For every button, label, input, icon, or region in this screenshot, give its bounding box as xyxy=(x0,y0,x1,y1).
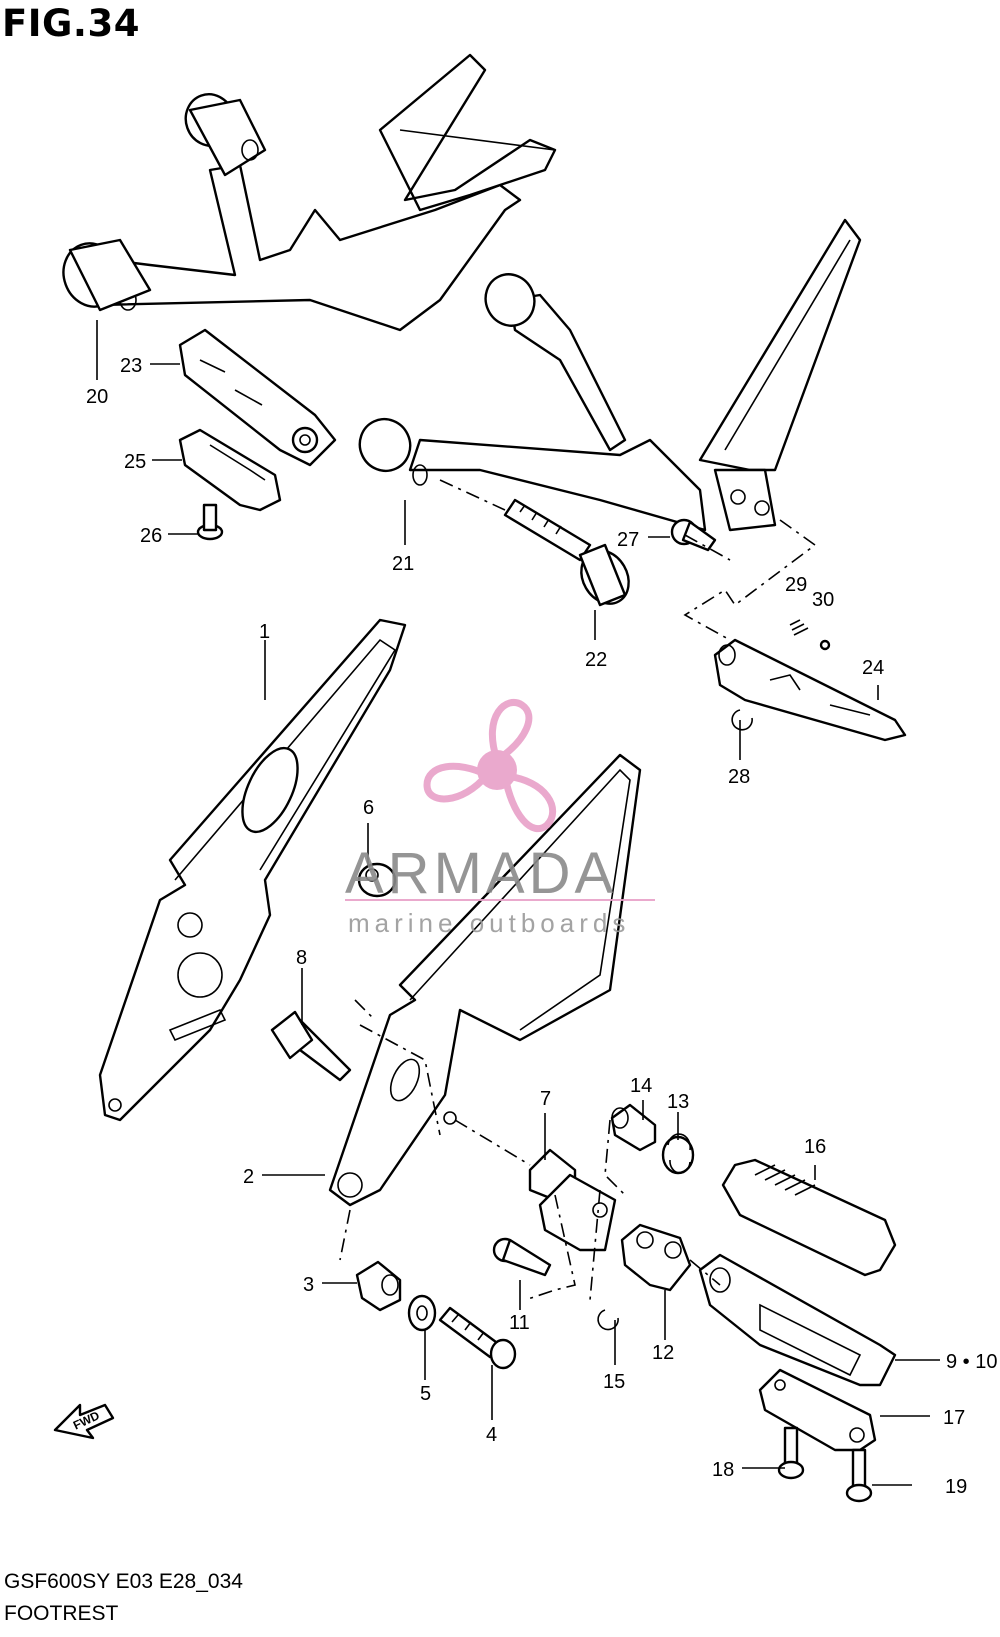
callout-27: 27 xyxy=(617,529,639,551)
assembly-lines xyxy=(339,479,817,1301)
figure-title: FIG.34 xyxy=(2,2,140,45)
callout-30: 30 xyxy=(812,589,834,611)
callout-14: 14 xyxy=(630,1075,652,1097)
callout-13: 13 xyxy=(667,1091,689,1113)
part-5-washer xyxy=(407,1294,437,1332)
part-7-pivot xyxy=(528,1148,617,1252)
callout-1: 1 xyxy=(259,621,270,643)
callout-19: 19 xyxy=(945,1476,967,1498)
callout-17: 17 xyxy=(943,1407,965,1429)
part-23-footpeg xyxy=(178,328,337,467)
part-15-clip xyxy=(597,1309,619,1331)
part-8-bolt xyxy=(270,1010,352,1082)
callout-22: 22 xyxy=(585,649,607,671)
callout-23: 23 xyxy=(120,355,142,377)
part-19-screw xyxy=(845,1448,873,1503)
part-4-bolt xyxy=(438,1306,517,1370)
callout-6: 6 xyxy=(363,797,374,819)
part-20-rear-bracket xyxy=(62,53,557,332)
part-9-10-footpeg xyxy=(698,1253,897,1387)
callout-24: 24 xyxy=(862,657,884,679)
callout-21: 21 xyxy=(392,553,414,575)
callout-5: 5 xyxy=(420,1383,431,1405)
part-26-screw xyxy=(196,503,224,541)
part-1-left-plate xyxy=(98,618,407,1122)
watermark-name: ARMADA xyxy=(345,841,617,906)
part-22-bolt xyxy=(503,498,630,607)
callout-2: 2 xyxy=(243,1166,254,1188)
part-17-plate xyxy=(758,1368,877,1452)
leader-lines xyxy=(96,320,940,1486)
part-28-clip xyxy=(731,709,753,731)
part-12-bracket xyxy=(620,1223,692,1292)
part-27-pin xyxy=(670,518,717,552)
part-3-collar xyxy=(355,1260,402,1312)
part-11-pin xyxy=(492,1237,552,1277)
callout-29: 29 xyxy=(785,574,807,596)
watermark-tagline: marine outboards xyxy=(348,908,630,938)
part-29-spring xyxy=(789,619,809,636)
callout-8: 8 xyxy=(296,947,307,969)
callout-15: 15 xyxy=(603,1371,625,1393)
callout-20: 20 xyxy=(86,386,108,408)
figure-name: FOOTREST xyxy=(4,1602,119,1625)
part-24-footpeg xyxy=(713,638,907,742)
part-6-collar xyxy=(357,862,397,898)
callout-18: 18 xyxy=(712,1459,734,1481)
callout-16: 16 xyxy=(804,1136,826,1158)
callout-3: 3 xyxy=(303,1274,314,1296)
callout-4: 4 xyxy=(486,1424,497,1446)
callout-25: 25 xyxy=(124,451,146,473)
fwd-arrow-icon: FWD xyxy=(53,1403,115,1440)
part-25-rubber xyxy=(178,428,282,512)
propeller-logo-icon xyxy=(423,699,556,833)
callout-28: 28 xyxy=(728,766,750,788)
part-30-ball xyxy=(819,639,831,651)
part-2-right-plate xyxy=(328,753,642,1207)
callout-12: 12 xyxy=(652,1342,674,1364)
watermark: ARMADA marine outboards xyxy=(345,699,655,938)
model-code: GSF600SY E03 E28_034 xyxy=(4,1570,243,1593)
part-16-rubber xyxy=(721,1158,897,1277)
part-18-screw xyxy=(777,1426,805,1480)
callout-9-10: 9 • 10 xyxy=(946,1351,997,1373)
callout-11: 11 xyxy=(509,1312,530,1334)
callout-26: 26 xyxy=(140,525,162,547)
callout-7: 7 xyxy=(540,1088,551,1110)
part-21-right-bracket xyxy=(358,218,862,532)
callout-labels: 20 23 25 26 21 22 27 29 30 24 28 1 6 8 7… xyxy=(86,355,997,1498)
part-14-collar xyxy=(610,1103,657,1152)
